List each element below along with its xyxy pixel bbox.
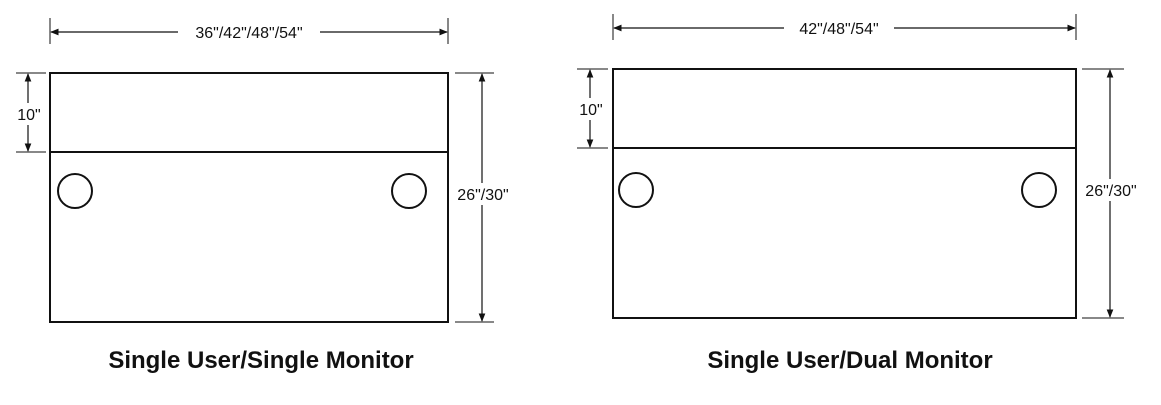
width-dimension: 42"/48"/54" [612,14,1077,40]
width-label: 42"/48"/54" [799,21,878,38]
width-label-bg [178,21,320,43]
diagram-dual-monitor: 42"/48"/54" 10" 26"/30" [574,14,1144,374]
grommet-hole-right [1021,172,1057,208]
top-depth-label-bg [574,98,608,120]
width-label-bg [784,17,894,39]
top-depth-dimension: 10" [574,68,608,149]
width-label: 36"/42"/48"/54" [195,25,302,42]
desk-outline [612,68,1077,319]
total-depth-label: 26"/30" [457,187,508,204]
grommet-hole-left [57,173,93,209]
width-dimension: 36"/42"/48"/54" [49,18,449,44]
top-depth-dimension: 10" [12,72,46,153]
grommet-hole-right [391,173,427,209]
total-depth-label-bg [1078,179,1144,201]
diagram-caption: Single User/Single Monitor [108,347,413,374]
grommet-hole-left [618,172,654,208]
top-depth-label: 10" [579,102,602,119]
total-depth-dimension: 26"/30" [451,72,515,323]
desk-outline [49,72,449,323]
total-depth-label-bg [451,183,515,205]
top-depth-label-bg [12,103,46,125]
total-depth-dimension: 26"/30" [1078,68,1144,319]
top-depth-label: 10" [17,107,40,124]
total-depth-label: 26"/30" [1085,183,1136,200]
diagram-caption: Single User/Dual Monitor [707,347,992,374]
diagram-single-monitor: 36"/42"/48"/54" 10" 26"/ [12,18,515,374]
